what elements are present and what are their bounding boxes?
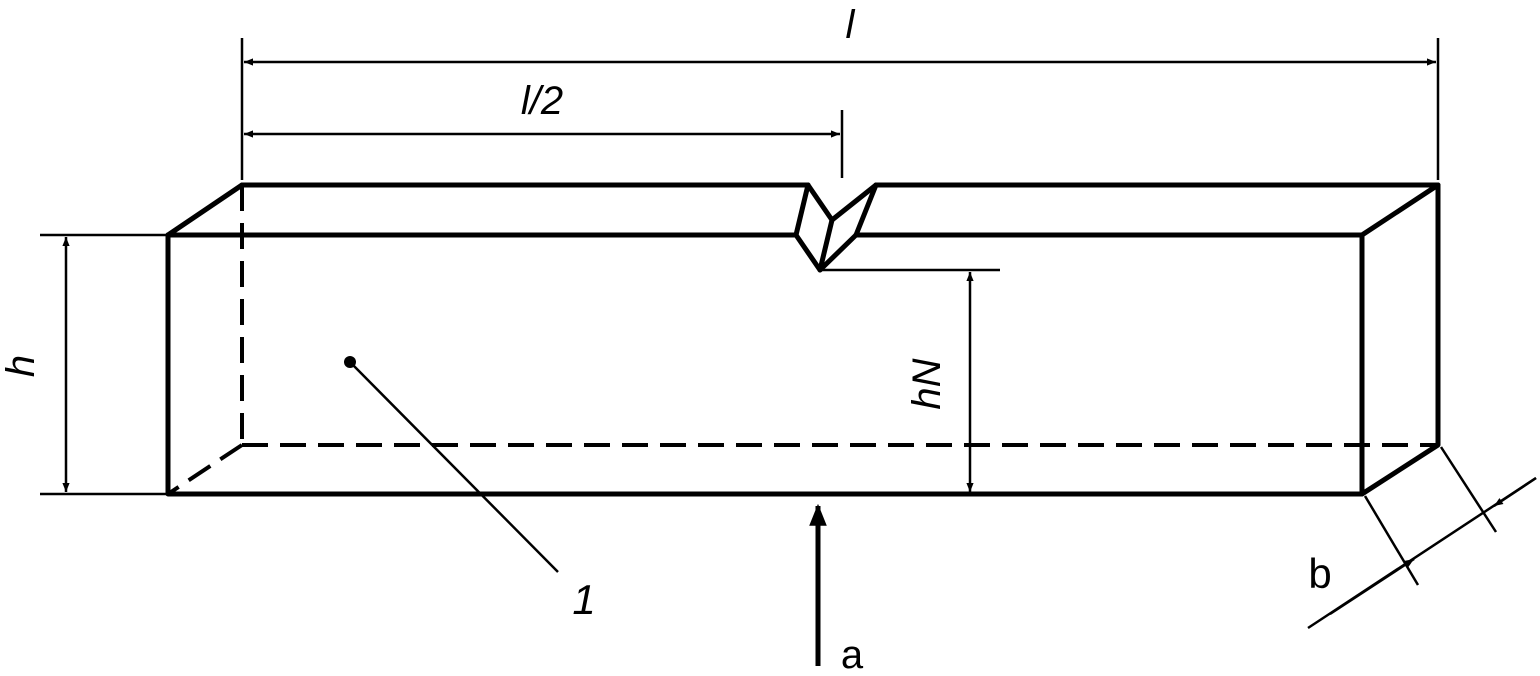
force-arrow: a bbox=[809, 503, 864, 676]
dimension-half-length: l/2 bbox=[244, 79, 844, 178]
half-length-label: l/2 bbox=[521, 79, 563, 123]
dimension-notch-height: hN bbox=[822, 268, 1000, 492]
notch-height-label: hN bbox=[905, 358, 949, 409]
width-label: b bbox=[1308, 550, 1331, 597]
v-notch bbox=[793, 182, 879, 273]
item-leader: 1 bbox=[344, 356, 596, 623]
height-label: h bbox=[0, 355, 43, 377]
dimension-length: l bbox=[240, 3, 1440, 180]
beam-outline bbox=[165, 182, 1441, 497]
hidden-edges bbox=[166, 185, 1438, 496]
length-label: l bbox=[846, 3, 856, 47]
item-label: 1 bbox=[572, 576, 595, 623]
dimension-width: b bbox=[1307, 446, 1537, 630]
force-label: a bbox=[841, 633, 864, 676]
dimension-height: h bbox=[0, 233, 166, 496]
